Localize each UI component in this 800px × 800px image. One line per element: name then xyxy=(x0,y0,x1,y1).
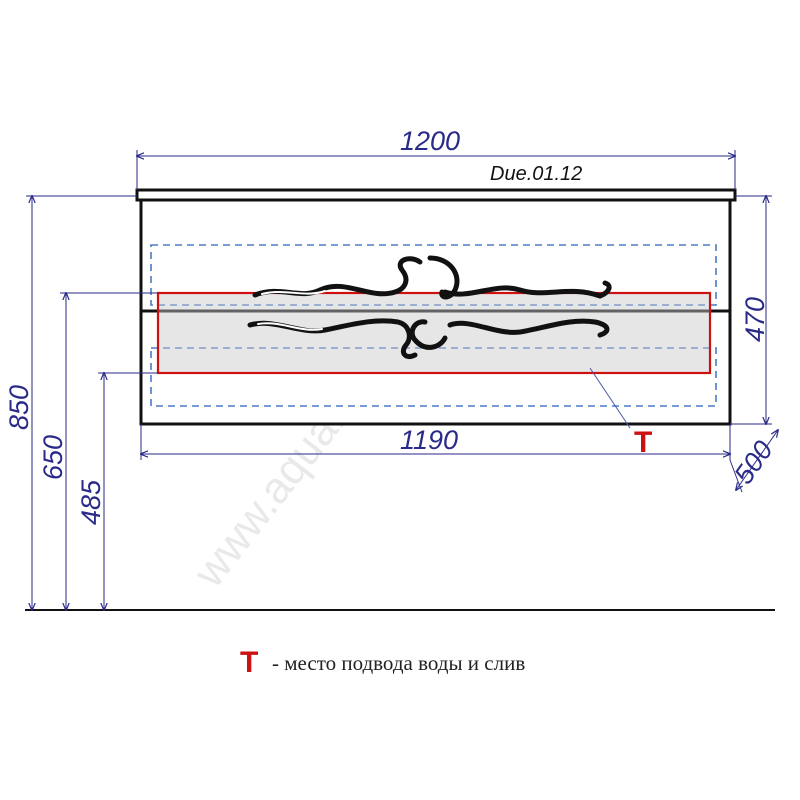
dim-label-470: 470 xyxy=(740,297,770,342)
upper-inner-outline xyxy=(150,244,717,306)
dim-line-500 xyxy=(736,430,778,490)
ext-line-500 xyxy=(729,459,743,493)
connection-zone xyxy=(156,291,712,375)
dim-label-1190: 1190 xyxy=(400,425,458,455)
marker-leader-line xyxy=(589,367,631,429)
dim-label-850: 850 xyxy=(4,385,34,430)
connection-marker: T xyxy=(634,426,652,459)
dim-label-650: 650 xyxy=(38,435,68,480)
ornament-lower xyxy=(247,318,610,360)
legend: T - место подвода воды и слив xyxy=(240,646,525,679)
legend-text: - место подвода воды и слив xyxy=(272,651,525,675)
ornament-upper xyxy=(252,255,612,300)
legend-symbol: T xyxy=(240,646,258,679)
dim-label-1200: 1200 xyxy=(400,126,460,156)
dim-label-485: 485 xyxy=(76,479,106,525)
dim-label-500: 500 xyxy=(728,435,778,489)
model-label: Due.01.12 xyxy=(490,163,582,185)
